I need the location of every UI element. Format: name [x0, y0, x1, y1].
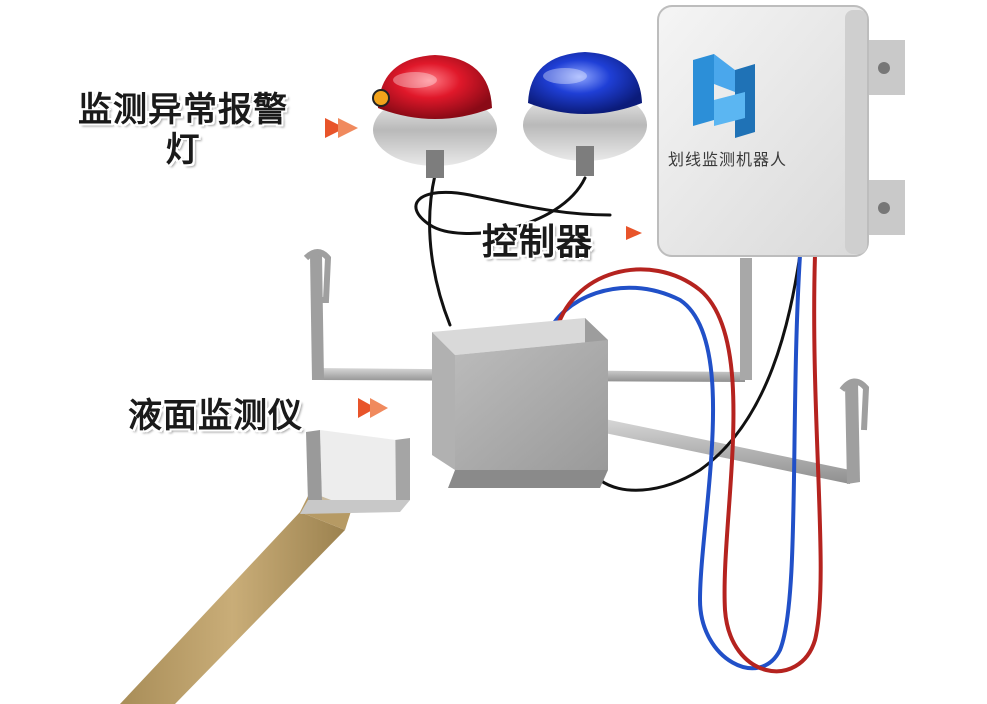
- alarm-light-label-line2: 灯: [68, 130, 298, 170]
- red-alarm-lamp: [373, 55, 497, 178]
- controller-box: [658, 6, 905, 256]
- blue-alarm-lamp: [523, 52, 647, 176]
- level-monitor-box: [432, 318, 608, 488]
- alarm-light-label: 监测异常报警 灯: [68, 90, 298, 170]
- controller-label: 控制器: [482, 213, 593, 265]
- u-bracket: [300, 430, 410, 514]
- alarm-light-label-line1: 监测异常报警: [68, 90, 298, 130]
- level-monitor-label: 液面监测仪: [128, 388, 303, 437]
- controller-box-label: 划线监测机器人: [668, 146, 828, 170]
- controller-arrow-icon: [626, 226, 642, 240]
- wooden-stick: [120, 492, 352, 704]
- level-arrow-icon: [358, 398, 388, 418]
- alarm-arrow-icon: [325, 118, 358, 138]
